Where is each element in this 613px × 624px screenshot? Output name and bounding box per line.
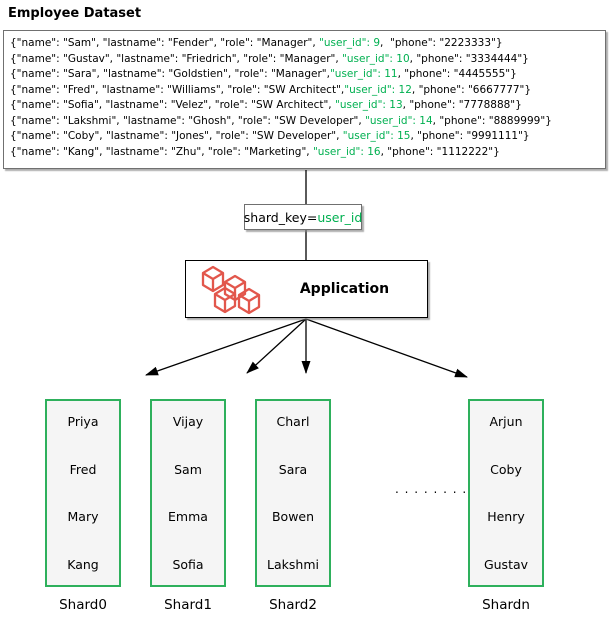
shard-member-name: Sara	[278, 461, 308, 477]
shard-label: Shard2	[269, 597, 317, 613]
shard-key-prefix: shard_key=	[243, 209, 318, 225]
shard-member-name: Bowen	[271, 509, 315, 525]
shard-member-name: Lakshmi	[267, 556, 319, 572]
application-box: Application	[185, 260, 428, 318]
ellipsis-dots: . . . . . . . .	[395, 482, 468, 496]
dataset-record: {"name": "Lakshmi", "lastname": "Ghosh",…	[10, 114, 552, 127]
application-label: Application	[299, 281, 390, 297]
dataset-record: {"name": "Sam", "lastname": "Fender", "r…	[10, 37, 503, 49]
shard-member-name: Priya	[67, 414, 99, 429]
shard-member-name: Charl	[276, 414, 310, 429]
dataset-record: {"name": "Gustav", "lastname": "Friedric…	[10, 52, 529, 65]
shard-member-name: Gustav	[483, 556, 529, 572]
shard-key-value: user_id	[317, 209, 363, 225]
dataset-record: {"name": "Kang", "lastname": "Zhu", "rol…	[10, 145, 500, 158]
shard-member-name: Arjun	[489, 414, 523, 429]
shard-member-name: Mary	[67, 509, 99, 525]
shard-member-name: Henry	[487, 509, 525, 525]
diagram-title: Employee Dataset	[8, 6, 142, 21]
dataset-box: {"name": "Sam", "lastname": "Fender", "r…	[3, 30, 606, 169]
dataset-record: {"name": "Sara", "lastname": "Goldstien"…	[10, 68, 517, 80]
shard-label: Shard0	[59, 597, 107, 613]
shard-label: Shard1	[164, 597, 212, 613]
shard-key-box: shard_key=user_id	[244, 204, 362, 230]
dataset-record: {"name": "Fred", "lastname": "Williams",…	[10, 83, 532, 96]
cubes-icon	[201, 265, 261, 315]
shard-member-name: Fred	[69, 461, 97, 477]
shard-label: Shardn	[482, 597, 530, 613]
shard-member-name: Emma	[168, 509, 208, 525]
shard-member-name: Vijay	[172, 414, 204, 429]
shard-member-name: Coby	[490, 461, 522, 477]
shard-member-name: Kang	[67, 556, 99, 572]
shard-member-name: Sam	[174, 461, 202, 477]
shard-member-name: Sofia	[172, 556, 204, 572]
dataset-record: {"name": "Coby", "lastname": "Jones", "r…	[10, 130, 530, 142]
dataset-record: {"name": "Sofia", "lastname": "Velez", "…	[10, 99, 522, 111]
